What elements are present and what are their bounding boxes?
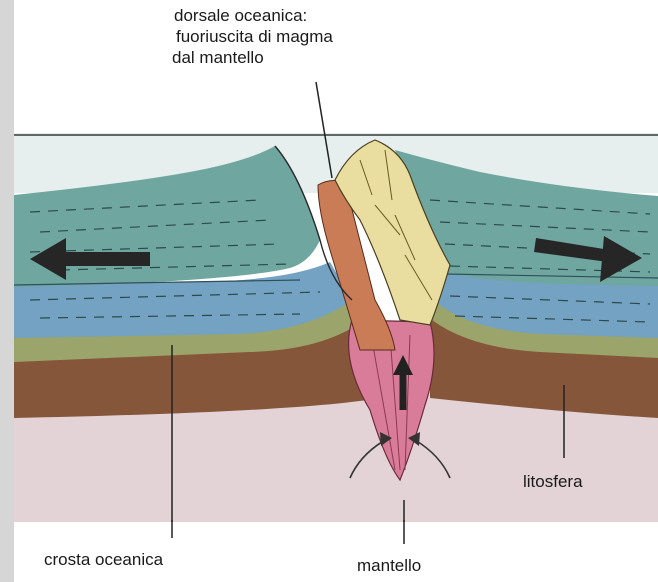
left-margin-strip — [0, 0, 14, 582]
label-ridge-line3: dal mantello — [172, 48, 264, 68]
label-oceanic-crust: crosta oceanica — [44, 550, 163, 570]
label-lithosphere: litosfera — [523, 472, 583, 492]
label-ridge-line1: dorsale oceanica: — [174, 6, 307, 26]
label-mantle: mantello — [357, 556, 421, 576]
label-ridge-line2: fuoriuscita di magma — [176, 27, 333, 47]
